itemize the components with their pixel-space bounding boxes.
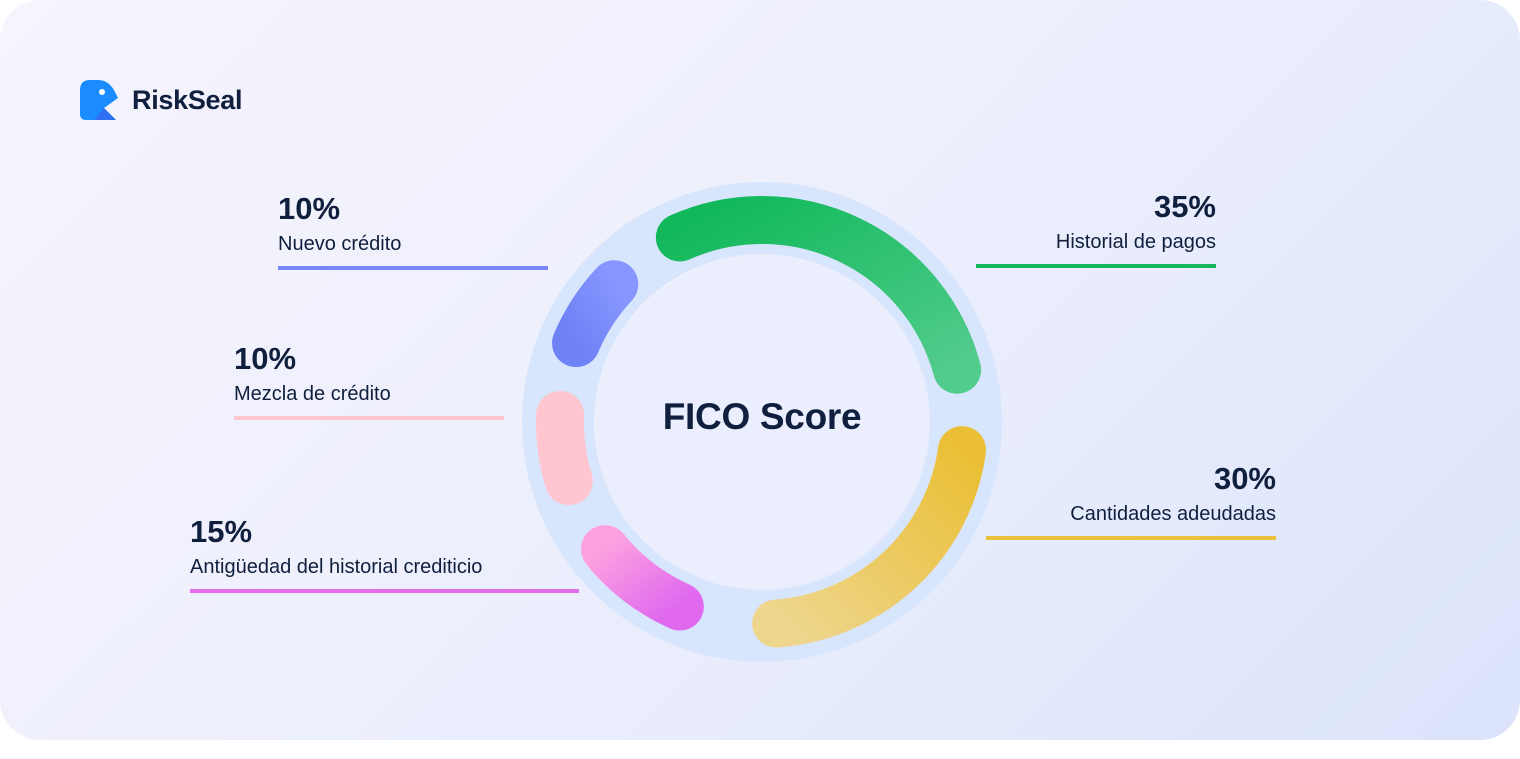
segment-cantidades-adeudadas [752, 426, 987, 648]
segment-nuevo-credito [552, 260, 639, 368]
label-percent: 10% [234, 341, 297, 376]
segment-mezcla-de-credito [536, 390, 593, 506]
label-nuevo-credito: 10% Nuevo crédito [278, 192, 548, 270]
ring-inner [596, 256, 928, 588]
label-name: Nuevo crédito [278, 233, 402, 255]
label-underline [278, 266, 548, 270]
label-percent: 10% [278, 191, 341, 226]
label-underline [976, 264, 1216, 268]
label-name: Antigüedad del historial crediticio [190, 556, 483, 578]
label-name: Mezcla de crédito [234, 383, 391, 405]
label-underline [234, 416, 504, 420]
segment-historial-de-pagos [655, 196, 982, 394]
label-mezcla-de-credito: 10% Mezcla de crédito [234, 342, 504, 420]
label-underline [190, 589, 579, 593]
infographic-card: RiskSeal FICO Score [0, 0, 1520, 740]
label-historial-de-pagos: 35% Historial de pagos [976, 190, 1216, 268]
label-name: Cantidades adeudadas [1070, 503, 1276, 525]
brand-name: RiskSeal [132, 84, 243, 115]
label-percent: 35% [1153, 189, 1216, 224]
chart-title: FICO Score [662, 396, 862, 437]
label-cantidades-adeudadas: 30% Cantidades adeudadas [986, 462, 1276, 540]
seal-logo-icon [80, 80, 118, 120]
brand-logo: RiskSeal [80, 80, 242, 120]
donut-chart [522, 182, 1002, 662]
label-underline [986, 536, 1276, 540]
label-antiguedad: 15% Antigüedad del historial crediticio [190, 515, 579, 593]
label-percent: 15% [190, 514, 253, 549]
label-percent: 30% [1213, 461, 1276, 496]
label-name: Historial de pagos [1055, 231, 1216, 253]
segment-antiguedad [581, 525, 704, 631]
